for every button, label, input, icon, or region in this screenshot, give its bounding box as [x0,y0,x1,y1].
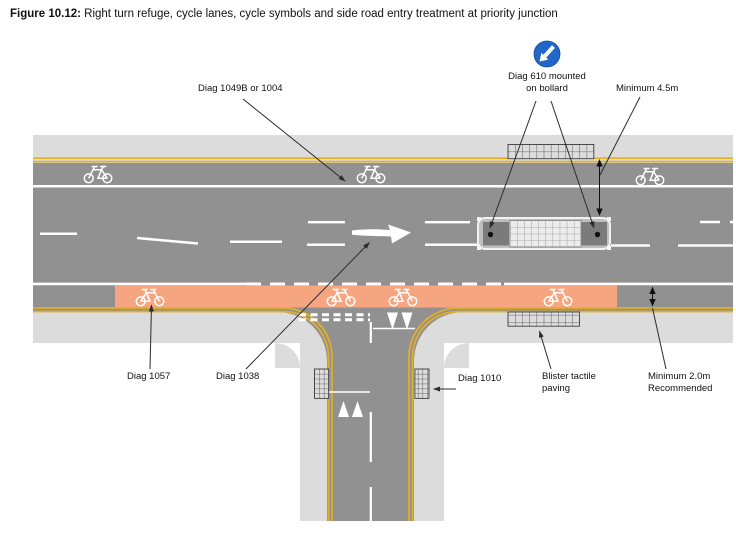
dimension-arrow-4-5m [596,159,603,216]
tactile-paving-side-road-right [414,368,430,399]
footway-corner-right [444,343,469,368]
double-yellow-lines [33,157,733,521]
centre-line-markings [40,220,733,247]
blister-tactile-paving-bottom [507,311,580,327]
figure-title: Figure 10.12: Right turn refuge, cycle l… [10,7,558,22]
bollard-dot-right [594,231,601,238]
right-turn-arrow-diag1038 [352,224,411,244]
label-min-4-5m: Minimum 4.5m [616,83,679,94]
dimension-arrow-2-0m [649,286,656,307]
bollard-dot-left [487,231,494,238]
side-road-centre-line [329,322,415,521]
figure-number: Figure 10.12: [10,8,81,20]
cycle-lane-line-diag1049 [33,185,733,188]
give-way-lines-diag1003 [299,313,370,322]
tactile-paving-side-road-left [314,368,330,399]
label-diag-1038: Diag 1038 [216,371,260,382]
label-min-2-0m: Minimum 2.0m Recommended [648,371,713,394]
island-kerb-studs [477,217,611,250]
island-dropped-area-right [581,222,607,246]
label-blister-tactile-paving: Blister tactile paving [542,371,596,394]
annotation-leader-lines [148,96,667,392]
label-diag-1010: Diag 1010 [458,373,502,384]
label-diag-1049: Diag 1049B or 1004 [198,83,283,94]
cycle-lane-coloured-surface [115,285,617,308]
label-diag-1057: Diag 1057 [127,371,171,382]
give-way-triangles [338,312,413,417]
label-diag-610: Diag 610 mounted on bollard [508,71,586,94]
figure-caption: Right turn refuge, cycle lanes, cycle sy… [80,8,558,20]
island-dropped-area-left [483,222,509,246]
footway-corner-left [275,343,300,368]
blister-tactile-paving-top [507,144,595,160]
refuge-island [477,217,611,250]
keep-left-sign-icon [533,40,561,68]
